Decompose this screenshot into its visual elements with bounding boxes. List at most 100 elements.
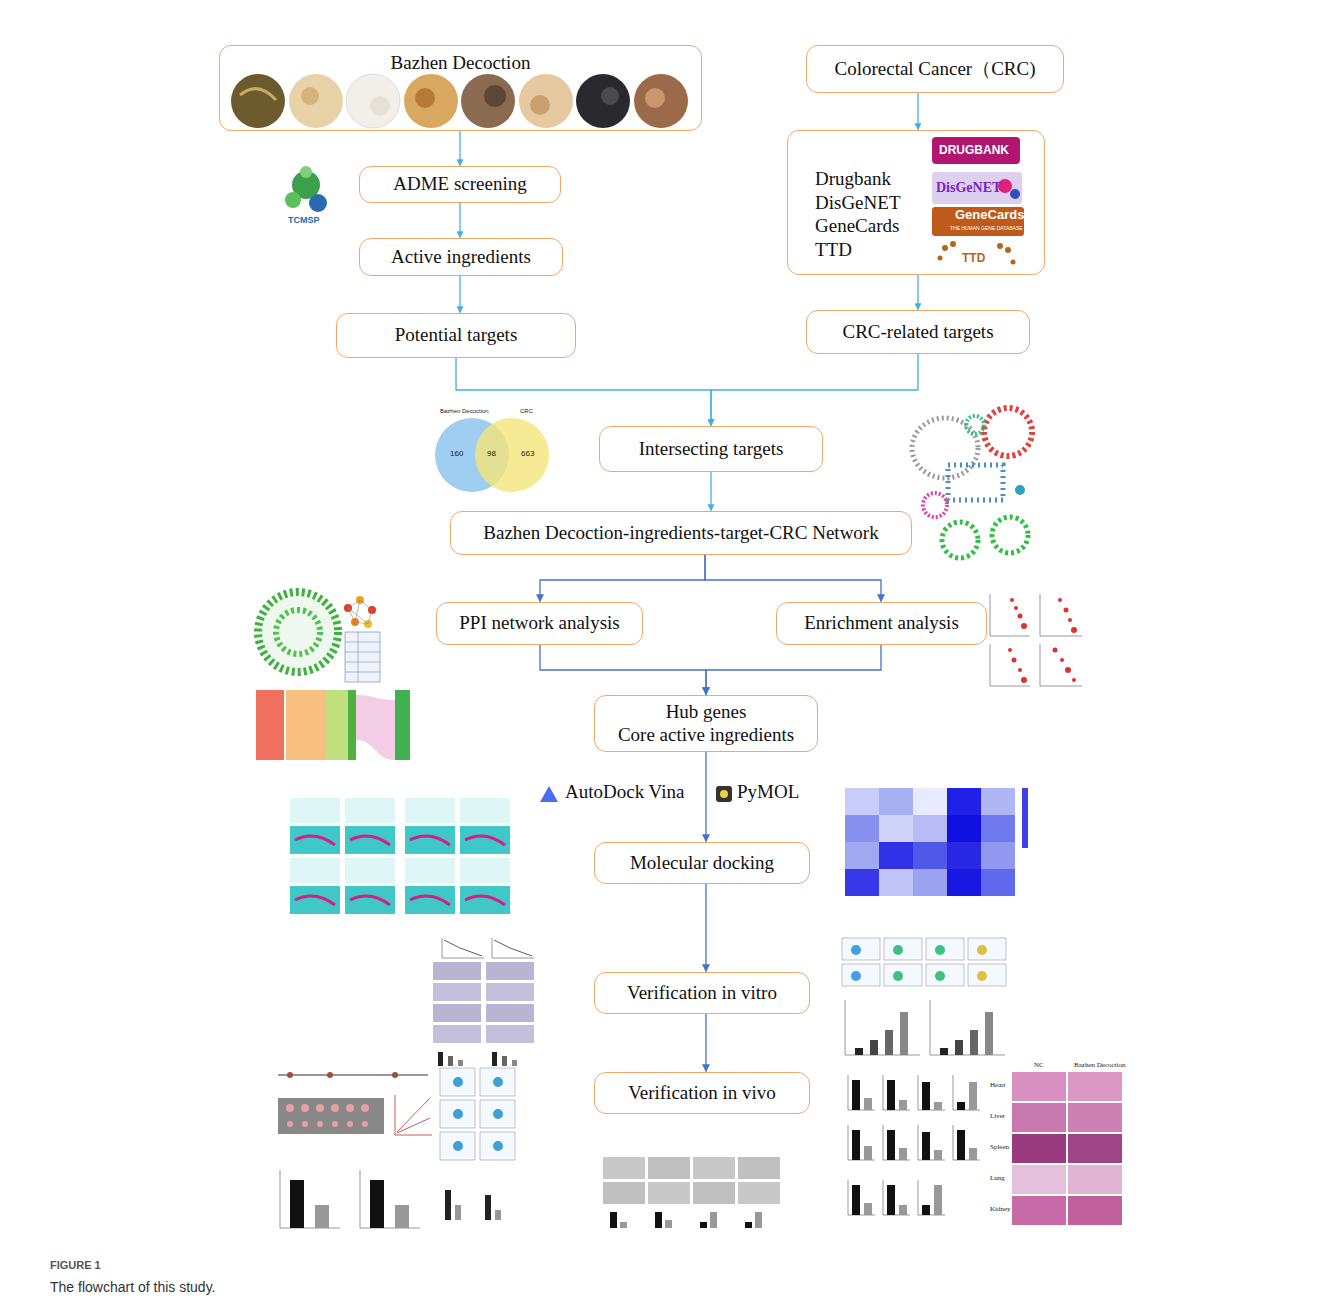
- drawing-part: [361, 1104, 369, 1112]
- drawing-part: [415, 88, 435, 108]
- flow-arrow: [705, 752, 706, 842]
- drawing-part: [655, 1212, 662, 1228]
- flow-arrow: [459, 131, 460, 166]
- flow-arrow: [917, 93, 918, 130]
- drawing-part: [1065, 667, 1071, 673]
- drawing-part: [1071, 627, 1077, 633]
- drawing-part: [935, 945, 945, 955]
- drawing-part: [1014, 606, 1018, 610]
- row-label: Spleen: [990, 1144, 1009, 1152]
- node-text: Colorectal Cancer（CRC): [834, 58, 1035, 81]
- flow-arrow: [705, 884, 706, 972]
- drawing-part: [405, 798, 455, 823]
- flow-arrow: [710, 472, 711, 511]
- drawing-part: [519, 74, 573, 128]
- drawing-part: [968, 938, 1006, 960]
- venn-set-label: CRC: [520, 408, 533, 415]
- drawing-part: [345, 858, 395, 883]
- drawing-part: [852, 1080, 860, 1110]
- drawing-part: [395, 690, 410, 760]
- drawing-part: [922, 1132, 930, 1160]
- network-box: Bazhen Decoction-ingredients-target-CRC …: [450, 511, 912, 555]
- drawing-part: [842, 964, 880, 986]
- drawing-part: [969, 1148, 977, 1160]
- network-thumbnail: [912, 408, 1032, 558]
- flow-arrow: [705, 555, 881, 602]
- drawing-part: [480, 1100, 515, 1128]
- drawing-part: [934, 1185, 942, 1215]
- drawing-part: [887, 1130, 895, 1160]
- drawing-part: [480, 1132, 515, 1160]
- drawing-part: [879, 815, 913, 842]
- venn-diagram: [435, 418, 549, 492]
- drawing-part: [845, 788, 879, 815]
- drawing-part: [603, 1157, 645, 1179]
- node-text: Enrichment analysis: [804, 612, 959, 635]
- drawing-part: [453, 1077, 463, 1087]
- software-name: AutoDock Vina: [565, 782, 684, 803]
- heatmap: [845, 788, 1028, 896]
- logo-subtext: THE HUMAN GENE DATABASE: [950, 226, 1023, 232]
- drawing-part: [493, 1077, 503, 1087]
- drawing-part: [278, 1098, 384, 1134]
- drawing-part: [1068, 1103, 1122, 1132]
- drawing-part: [879, 842, 913, 869]
- drawing-part: [926, 964, 964, 986]
- drawing-part: [442, 938, 534, 958]
- drawing-part: [1060, 658, 1064, 662]
- drawing-part: [1064, 608, 1069, 613]
- drawing-part: [347, 1121, 353, 1127]
- drawing-part: [331, 1104, 339, 1112]
- drawing-part: [346, 1104, 354, 1112]
- drawing-part: [258, 592, 338, 672]
- enrichment-thumbnail: [990, 594, 1082, 686]
- drawing-part: [984, 408, 1032, 456]
- node-text: Verification in vivo: [628, 1082, 776, 1105]
- venn-count: 663: [521, 450, 534, 459]
- venn-set-label: Bazhen Decoction: [440, 408, 489, 415]
- drawing-part: [327, 1072, 333, 1078]
- node-text: Verification in vitro: [627, 982, 777, 1005]
- drawing-part: [648, 1157, 690, 1179]
- drawing-part: [970, 1030, 978, 1055]
- herb-images: [231, 74, 688, 128]
- drawing-part: [603, 1182, 645, 1204]
- drawing-part: [947, 869, 981, 896]
- drawing-part: [851, 971, 861, 981]
- drawing-part: [458, 1060, 463, 1066]
- drawing-part: [981, 842, 1015, 869]
- drawing-part: [1011, 260, 1016, 265]
- drawing-part: [302, 1121, 308, 1127]
- drawing-part: [935, 971, 945, 981]
- drawing-part: [879, 869, 913, 896]
- drawing-part: [957, 1102, 965, 1110]
- drawing-part: [404, 74, 458, 128]
- drawing-part: [887, 1080, 895, 1110]
- drawing-part: [1008, 648, 1012, 652]
- process-box: ADME screening: [359, 166, 561, 203]
- drawing-part: [480, 1068, 515, 1096]
- database-logos: [932, 137, 1024, 265]
- flow-arrow: [705, 1014, 706, 1072]
- drawing-part: [947, 815, 981, 842]
- drawing-part: [256, 690, 284, 760]
- node-text: Core active ingredients: [618, 724, 794, 747]
- figure-caption: The flowchart of this study.: [50, 1279, 215, 1295]
- node-text: Potential targets: [395, 324, 518, 347]
- drawing-part: [315, 1205, 329, 1228]
- drawing-part: [300, 166, 312, 178]
- drawing-part: [845, 842, 879, 869]
- drawing-part: [348, 690, 356, 760]
- process-box: Verification in vitro: [594, 972, 810, 1014]
- drawing-part: [940, 1048, 948, 1055]
- drawing-part: [981, 788, 1015, 815]
- flow-arrow: [459, 203, 460, 238]
- drawing-part: [957, 1130, 965, 1160]
- flow-arrow: [711, 354, 918, 426]
- drawing-part: [448, 1056, 453, 1066]
- figure-number: FIGURE 1: [50, 1259, 101, 1271]
- in-vitro-thumbnails: [433, 938, 1006, 1066]
- drawing-part: [845, 869, 879, 896]
- drawing-part: [395, 1095, 432, 1135]
